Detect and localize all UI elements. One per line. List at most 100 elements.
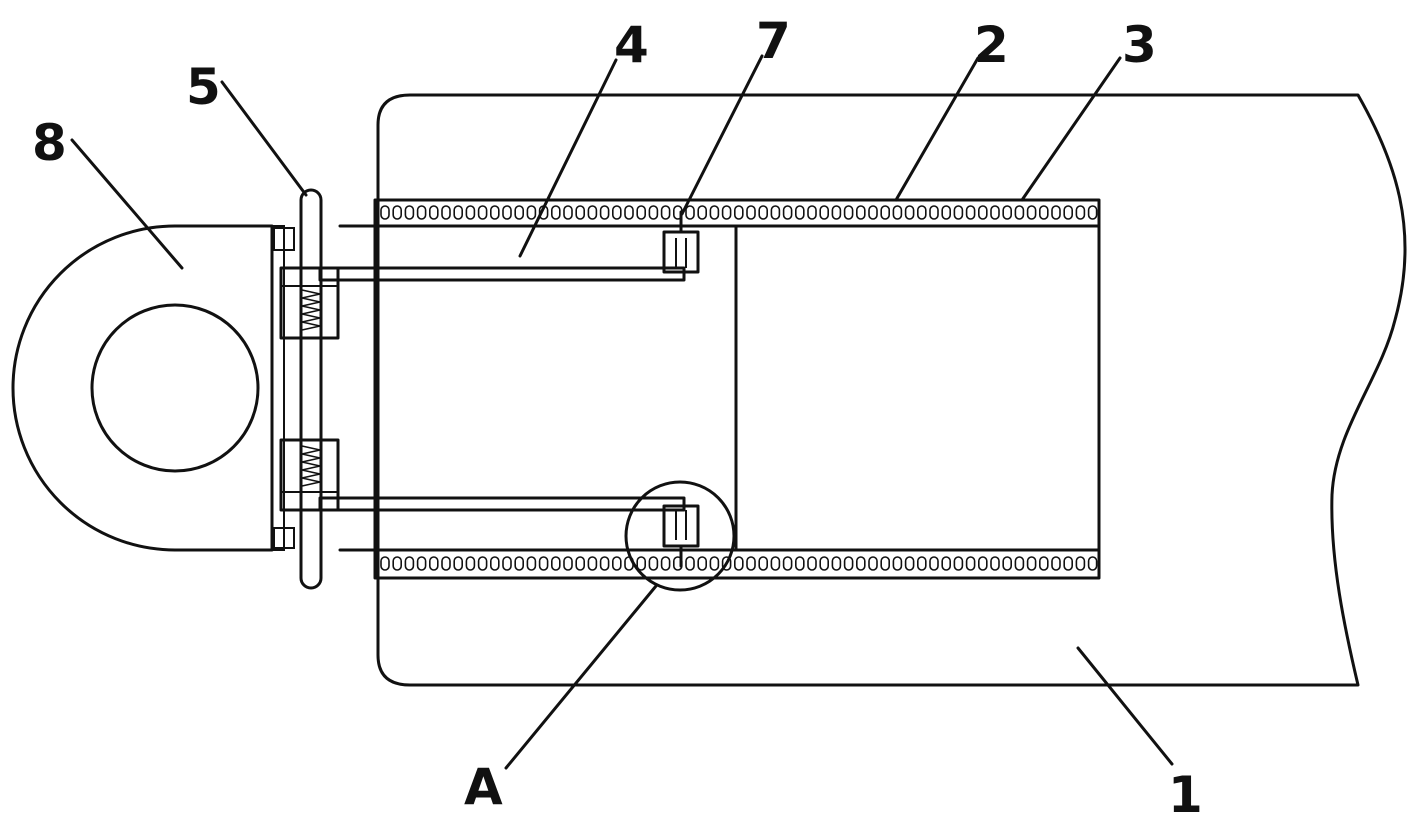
rack-tooth	[1052, 557, 1060, 570]
rack-tooth	[686, 557, 694, 570]
rack-tooth	[1040, 206, 1048, 219]
lower-latch-block	[664, 506, 698, 546]
rack-tooth	[1003, 557, 1011, 570]
rack-tooth	[625, 206, 633, 219]
rack-tooth	[796, 557, 804, 570]
callout-1: 1	[1168, 766, 1203, 824]
rack-tooth	[588, 206, 596, 219]
rack-tooth	[930, 206, 938, 219]
rack-tooth	[515, 557, 523, 570]
rack-tooth	[564, 557, 572, 570]
rack-tooth	[869, 206, 877, 219]
ring-head	[13, 226, 272, 550]
rack-tooth	[662, 206, 670, 219]
rack-tooth	[820, 206, 828, 219]
rack-tooth	[759, 557, 767, 570]
callout-7: 7	[756, 12, 791, 70]
rack-tooth	[601, 557, 609, 570]
rack-tooth	[906, 206, 914, 219]
rack-tooth	[808, 557, 816, 570]
rack-tooth	[954, 206, 962, 219]
rack-tooth	[991, 206, 999, 219]
rack-tooth	[771, 557, 779, 570]
rack-tooth	[418, 557, 426, 570]
leader-8	[72, 140, 182, 268]
rack-tooth	[649, 557, 657, 570]
rack-tooth	[393, 206, 401, 219]
rack-tooth	[979, 206, 987, 219]
rack-tooth	[1052, 206, 1060, 219]
rack-tooth	[405, 206, 413, 219]
rack-tooth	[735, 557, 743, 570]
callout-5: 5	[186, 58, 221, 116]
rack-tooth	[503, 557, 511, 570]
rack-tooth	[454, 206, 462, 219]
rack-tooth	[1015, 557, 1023, 570]
rack-tooth	[527, 557, 535, 570]
rack-tooth	[710, 557, 718, 570]
rack-tooth	[918, 206, 926, 219]
leader-7	[682, 56, 762, 214]
rack-tooth	[466, 206, 474, 219]
rack-tooth	[1076, 206, 1084, 219]
rack-tooth	[662, 557, 670, 570]
rack-tooth	[430, 206, 438, 219]
rack-tooth	[479, 557, 487, 570]
rack-tooth	[698, 557, 706, 570]
rack-tooth	[552, 206, 560, 219]
rack-tooth	[942, 557, 950, 570]
rack-tooth	[637, 206, 645, 219]
lower-spring	[302, 446, 320, 486]
rack-tooth	[967, 557, 975, 570]
rack-tooth	[576, 557, 584, 570]
upper-latch-block	[664, 232, 698, 272]
rack-tooth	[857, 206, 865, 219]
rack-tooth	[845, 206, 853, 219]
rack-tooth	[1089, 557, 1097, 570]
rack-tooth	[1064, 206, 1072, 219]
rack-tooth	[796, 206, 804, 219]
leader-2	[896, 58, 978, 200]
rack-tooth	[540, 557, 548, 570]
release-pin	[301, 190, 321, 588]
rack-tooth	[747, 206, 755, 219]
rack-tooth	[723, 206, 731, 219]
rack-tooth	[771, 206, 779, 219]
rack-tooth	[466, 557, 474, 570]
rack-tooth	[747, 557, 755, 570]
bottom-rack-teeth	[381, 557, 1097, 570]
rack-tooth	[1028, 557, 1036, 570]
callout-4: 4	[614, 16, 649, 74]
rack-tooth	[967, 206, 975, 219]
rack-tooth	[515, 206, 523, 219]
rack-tooth	[1015, 206, 1023, 219]
top-rack-teeth	[381, 206, 1097, 219]
rack-tooth	[601, 206, 609, 219]
rack-tooth	[527, 206, 535, 219]
rack-tooth	[479, 206, 487, 219]
rack-tooth	[576, 206, 584, 219]
rack-tooth	[710, 206, 718, 219]
rack-tooth	[613, 206, 621, 219]
leader-1	[1078, 648, 1172, 764]
rack-tooth	[381, 557, 389, 570]
rack-tooth	[954, 557, 962, 570]
rack-tooth	[442, 557, 450, 570]
rack-tooth	[991, 557, 999, 570]
rack-tooth	[552, 557, 560, 570]
callout-3: 3	[1122, 16, 1157, 74]
rack-tooth	[893, 206, 901, 219]
rack-tooth	[820, 557, 828, 570]
rack-tooth	[759, 206, 767, 219]
rack-tooth	[784, 557, 792, 570]
rack-tooth	[784, 206, 792, 219]
rack-tooth	[918, 557, 926, 570]
rack-tooth	[808, 206, 816, 219]
rack-tooth	[906, 557, 914, 570]
ring-hole	[92, 305, 258, 471]
rack-tooth	[564, 206, 572, 219]
rack-tooth	[881, 206, 889, 219]
rack-tooth	[588, 557, 596, 570]
upper-spring	[302, 290, 320, 330]
